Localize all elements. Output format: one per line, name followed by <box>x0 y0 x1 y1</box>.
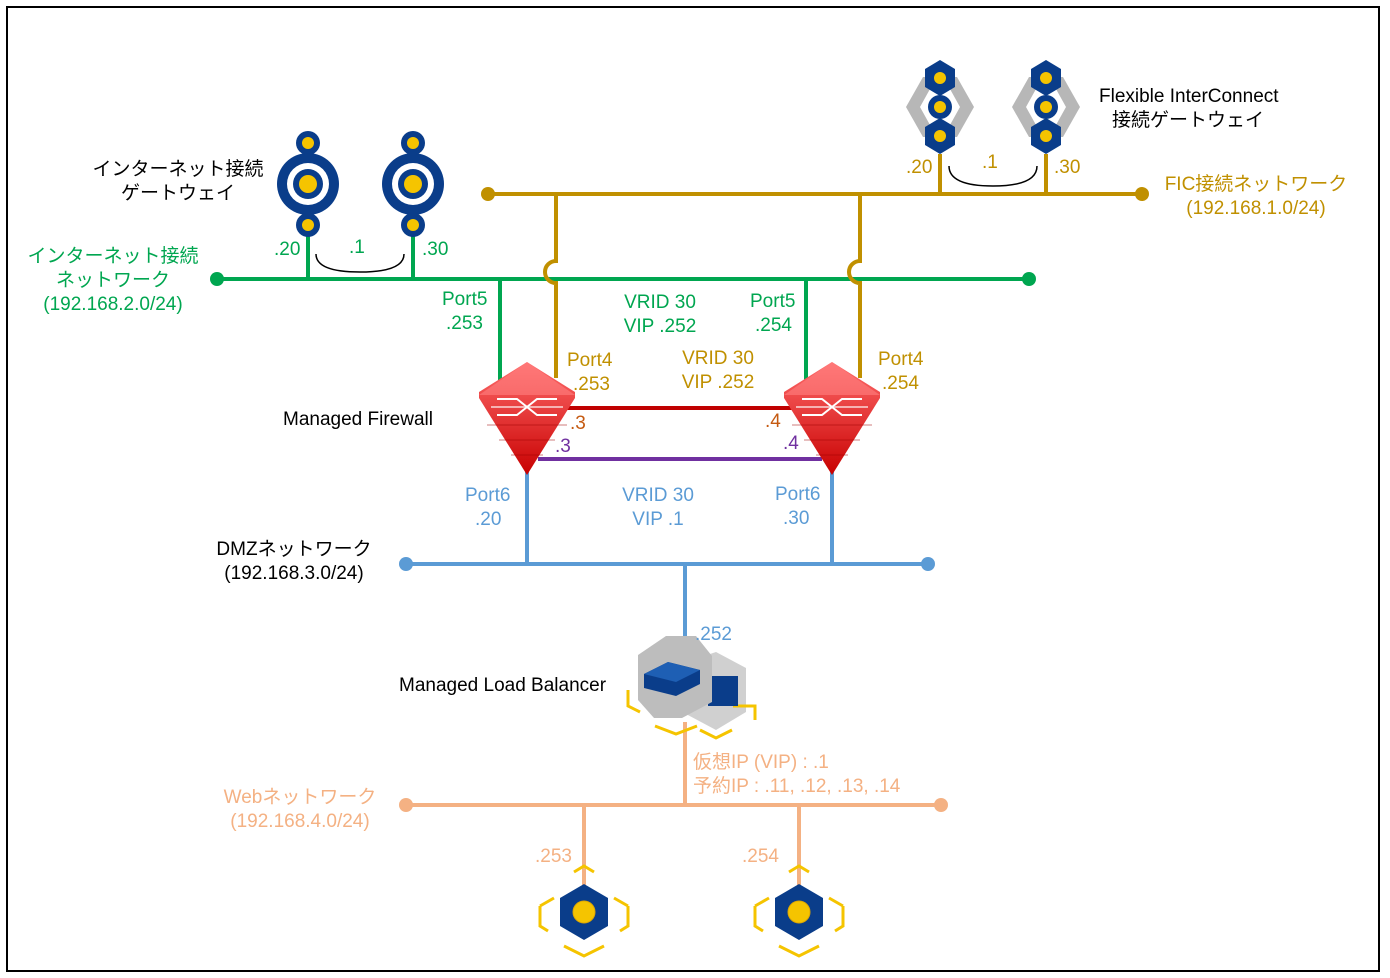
fw-vrrp-fic-line2: VIP .252 <box>682 372 755 393</box>
internet-gateway-right-ip: .30 <box>422 239 448 260</box>
fic-gateway-label-line1: Flexible InterConnect <box>1099 86 1279 107</box>
fic-bus-end-left <box>481 187 495 201</box>
server-right-ip: .254 <box>742 846 779 867</box>
fic-network-label-line1: FIC接続ネットワーク <box>1165 173 1348 195</box>
dmz-network-label-line1: DMZネットワーク <box>216 538 371 560</box>
load-balancer-icon <box>626 636 757 740</box>
fic-bus-end-right <box>1135 187 1149 201</box>
fw-ha-red-left-ip: .3 <box>570 413 586 434</box>
fw-vrrp-fic-line1: VRID 30 <box>682 348 754 369</box>
fw-left-port4-ip: .253 <box>573 374 610 395</box>
internet-gateway-vip: .1 <box>349 237 365 258</box>
fw-right-port5-ip: .254 <box>755 315 792 336</box>
fw-ha-purple-right-ip: .4 <box>783 433 799 454</box>
load-balancer-vip: 仮想IP (VIP) : .1 <box>693 751 829 773</box>
fw-right-port4-label: Port4 <box>878 349 924 370</box>
fw-vrrp-internet-line1: VRID 30 <box>624 292 696 313</box>
web-bus-end-left <box>399 798 413 812</box>
fic-gateway-left-icon <box>906 60 974 154</box>
server-left-ip: .253 <box>535 846 572 867</box>
load-balancer-label: Managed Load Balancer <box>399 675 607 696</box>
fw-right-port4-ip: .254 <box>882 373 919 394</box>
internet-gateway-left-icon <box>277 131 339 237</box>
internet-bus-end-left <box>210 272 224 286</box>
internet-gateway-label-line1: インターネット接続 <box>92 158 263 180</box>
fw-left-port4-link <box>543 194 558 378</box>
dmz-network-cidr: (192.168.3.0/24) <box>224 563 363 584</box>
internet-network-label-line2: ネットワーク <box>56 269 170 291</box>
inet-gw-vrrp-arc <box>315 253 405 273</box>
load-balancer-reserved-ips: 予約IP : .11, .12, .13, .14 <box>693 775 901 797</box>
fw-left-port5-ip: .253 <box>446 313 483 334</box>
internet-network-label-line1: インターネット接続 <box>27 245 198 267</box>
internet-gateway-label-line2: ゲートウェイ <box>121 182 235 204</box>
fic-gateway-right-icon <box>1012 60 1080 154</box>
dmz-bus-end-left <box>399 557 413 571</box>
fw-right-port4-link <box>847 194 862 378</box>
internet-bus-end-right <box>1022 272 1036 286</box>
fw-ha-red-right-ip: .4 <box>765 411 781 432</box>
internet-gateway-left-ip: .20 <box>274 239 300 260</box>
diagram-frame <box>6 6 1380 972</box>
fw-left-port4-label: Port4 <box>567 350 613 371</box>
fic-gw-vrrp-arc <box>948 165 1038 187</box>
dmz-bus-end-right <box>921 557 935 571</box>
fic-gateway-right-ip: .30 <box>1054 157 1080 178</box>
fw-left-port6-label: Port6 <box>465 485 510 506</box>
fic-gateway-label-line2: 接続ゲートウェイ <box>1112 109 1264 131</box>
web-network-cidr: (192.168.4.0/24) <box>230 811 369 832</box>
fw-ha-purple-left-ip: .3 <box>555 436 571 457</box>
fw-vrrp-dmz-line1: VRID 30 <box>622 485 694 506</box>
fw-vrrp-dmz-line2: VIP .1 <box>632 509 683 530</box>
fw-left-port6-ip: .20 <box>475 509 501 530</box>
firewall-label: Managed Firewall <box>283 409 433 430</box>
internet-gateway-right-icon <box>382 131 444 237</box>
fic-gateway-vip: .1 <box>982 152 998 173</box>
fw-right-port6-label: Port6 <box>775 484 820 505</box>
web-network-label-line1: Webネットワーク <box>224 786 377 808</box>
fw-vrrp-internet-line2: VIP .252 <box>624 316 697 337</box>
fw-right-port6-ip: .30 <box>783 508 809 529</box>
load-balancer-dmz-ip: .252 <box>695 624 732 645</box>
internet-network-cidr: (192.168.2.0/24) <box>43 294 182 315</box>
fic-network-cidr: (192.168.1.0/24) <box>1186 198 1325 219</box>
fw-right-port5-label: Port5 <box>750 291 795 312</box>
fic-gateway-left-ip: .20 <box>906 157 932 178</box>
web-bus-end-right <box>934 798 948 812</box>
fw-left-port5-label: Port5 <box>442 289 487 310</box>
